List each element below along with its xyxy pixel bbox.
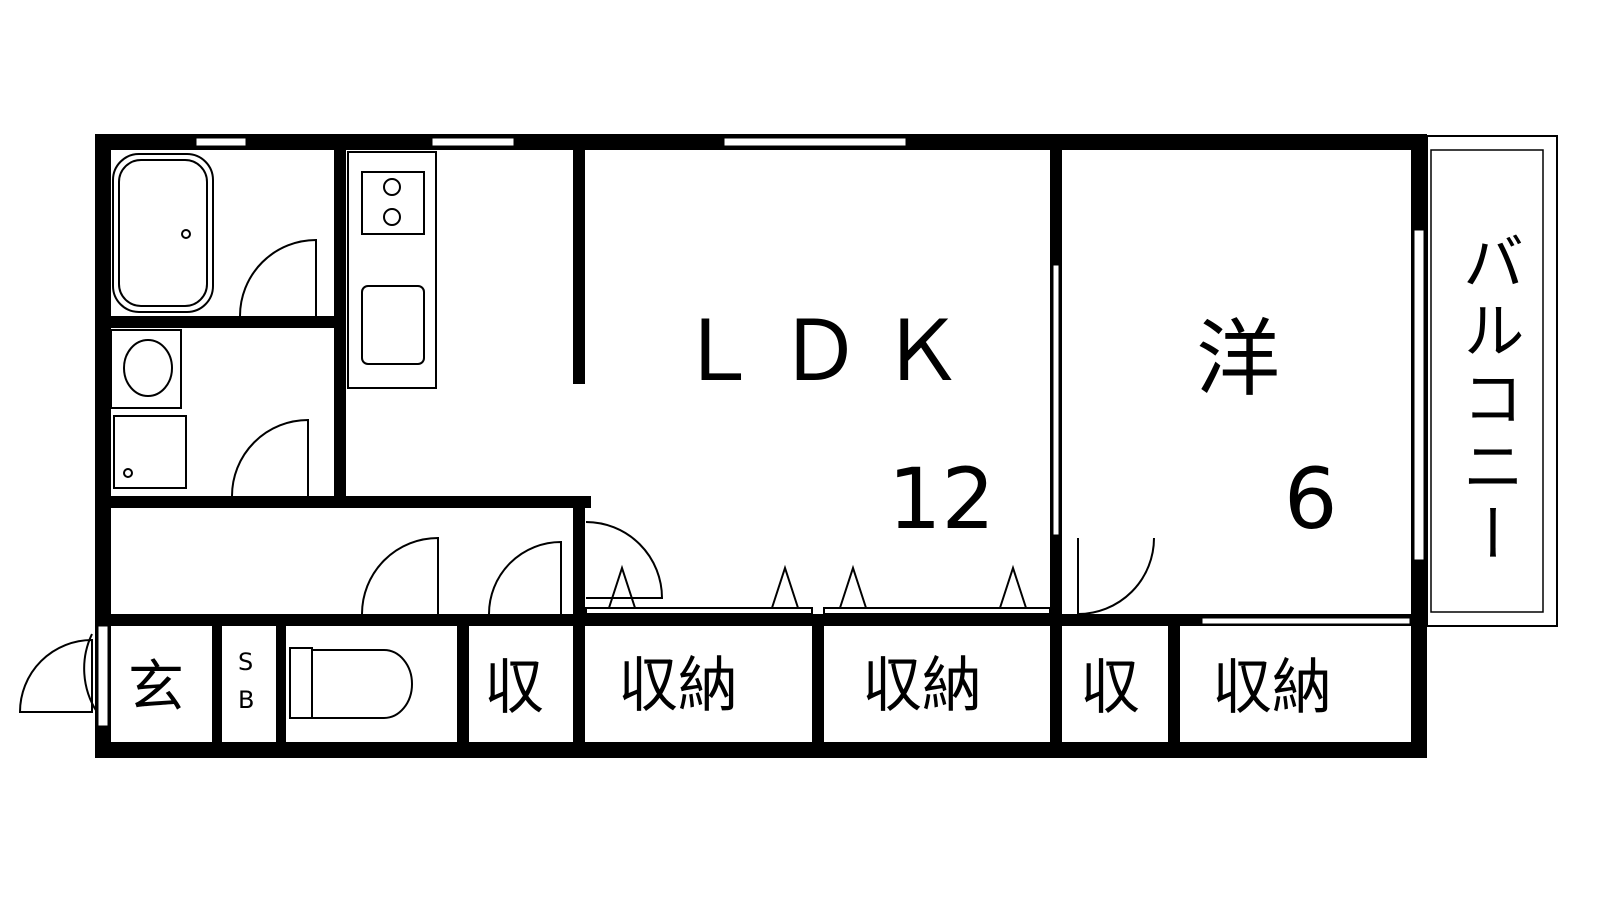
storage-small-label-2: 収 — [1080, 653, 1140, 723]
toilet-icon — [289, 647, 413, 719]
entrance-label: 玄 — [128, 655, 184, 720]
storage-small-label-1: 収 — [484, 653, 544, 723]
washing-machine-icon — [113, 415, 187, 489]
bathtub-icon — [112, 153, 214, 313]
shoe-box-label-top: S — [238, 648, 253, 676]
sink-icon — [361, 285, 425, 365]
door-swings — [18, 238, 1155, 713]
window-openings — [97, 137, 1425, 727]
storage-label-2: 収納 — [862, 651, 982, 721]
ldk-label: ＬＤＫ 12 — [676, 302, 995, 548]
shoe-box-label-bottom: B — [238, 686, 254, 714]
washbasin-icon — [110, 329, 182, 409]
western-room-label-group: 洋 6 — [1196, 310, 1337, 548]
storage-label-1: 収納 — [618, 651, 738, 721]
balcony — [1426, 135, 1558, 627]
western-room-label: 洋 — [1196, 310, 1280, 408]
storage-sliding-doors — [585, 564, 1051, 615]
western-room-size: 6 — [1284, 450, 1337, 548]
stove-icon — [347, 151, 437, 389]
storage-label-3: 収納 — [1212, 653, 1332, 723]
ldk-room-size: 12 — [888, 450, 995, 548]
balcony-label: バルコニー — [1452, 230, 1525, 570]
ldk-room-label: ＬＤＫ — [676, 302, 982, 400]
